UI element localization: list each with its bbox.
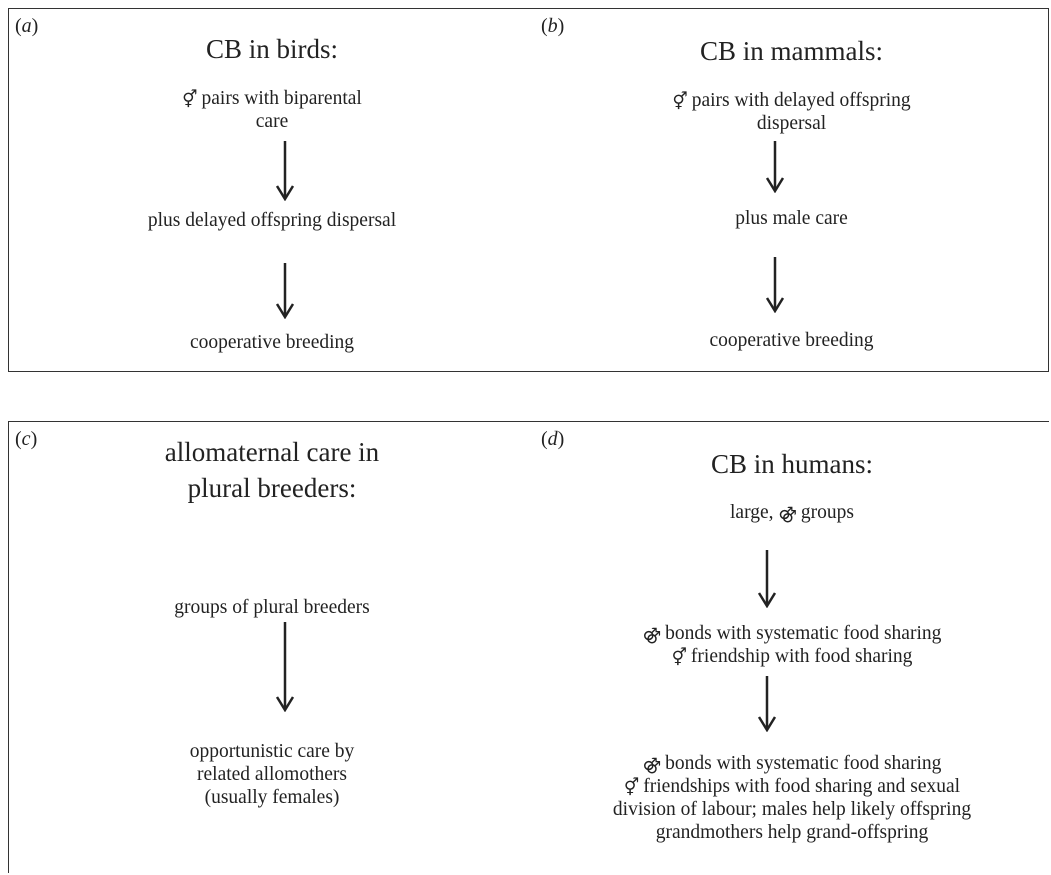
panel-title-line-1: allomaternal care in [164,437,380,467]
panel-title-line-2: plural breeders: [187,473,357,503]
step-2-line-2: ⚥friendship with food sharing [671,646,913,668]
step-3-line-3: division of labour; males help likely of… [612,799,972,820]
step-2-line-1: ⚣bonds with systematic food sharing [642,623,942,645]
step-2-line-2: related allomothers [197,764,347,785]
step-3-line-4: grandmothers help grand-offspring [655,822,929,843]
step-3-node: cooperative breeding [709,330,874,351]
arrow-down-icon [765,141,785,193]
arrow-down-icon [757,550,777,608]
panel-title: allomaternal care in plural breeders: [9,434,535,506]
step-2-line-3: (usually females) [204,787,340,808]
arrow-down-icon [275,141,295,201]
panel-title: CB in humans: [710,449,873,479]
arrow-down-icon [275,622,295,712]
step-2-line-1: opportunistic care by [189,741,355,762]
step-3-line-2: ⚥friendships with food sharing and sexua… [623,776,961,798]
step-3-line-1: ⚣bonds with systematic food sharing [642,753,942,775]
panel-title: CB in birds: [205,34,339,64]
step-2-node: ⚣bonds with systematic food sharing ⚥fri… [535,622,1049,668]
arrow-down-icon [757,676,777,732]
step-2-node: plus delayed offspring dispersal [147,210,397,231]
panel-d-humans: (d) CB in humans: large, ⚣groups ⚣bonds … [535,421,1049,873]
panel-a-birds: (a) CB in birds: ⚥pairs with biparental … [8,8,536,372]
step-2-node: opportunistic care by related allomother… [9,740,535,809]
panel-title: CB in mammals: [699,36,883,66]
step-1-node: groups of plural breeders [174,597,370,618]
panel-label: (b) [541,15,565,37]
male-male-symbol-icon: ⚣ [778,504,797,524]
male-male-symbol-icon: ⚣ [642,755,662,775]
panel-label: (a) [15,15,39,37]
panel-c-plural-breeders: (c) allomaternal care in plural breeders… [8,421,536,873]
panel-b-mammals: (b) CB in mammals: ⚥pairs with delayed o… [535,8,1049,372]
male-female-symbol-icon: ⚥ [671,648,687,668]
panel-label: (d) [541,428,565,450]
step-1-line-1: ⚥pairs with delayed offspring [672,90,911,112]
step-1-node: ⚥pairs with delayed offspring dispersal [535,89,1048,135]
arrow-down-icon [275,263,295,319]
step-1-line-2: dispersal [756,113,827,134]
step-1-line-1: ⚥pairs with biparental [182,88,362,110]
step-1-node: large, ⚣groups [730,502,854,524]
arrow-down-icon [765,257,785,313]
male-female-symbol-icon: ⚥ [672,92,688,112]
step-1-line-2: care [255,111,289,132]
panel-label: (c) [15,428,38,450]
step-3-node: cooperative breeding [189,332,355,353]
step-1-node: ⚥pairs with biparental care [9,87,535,133]
male-female-symbol-icon: ⚥ [182,90,198,110]
male-male-symbol-icon: ⚣ [642,625,662,645]
male-female-symbol-icon: ⚥ [623,778,640,798]
step-2-node: plus male care [735,208,848,229]
step-3-node: ⚣bonds with systematic food sharing ⚥fri… [535,752,1049,844]
